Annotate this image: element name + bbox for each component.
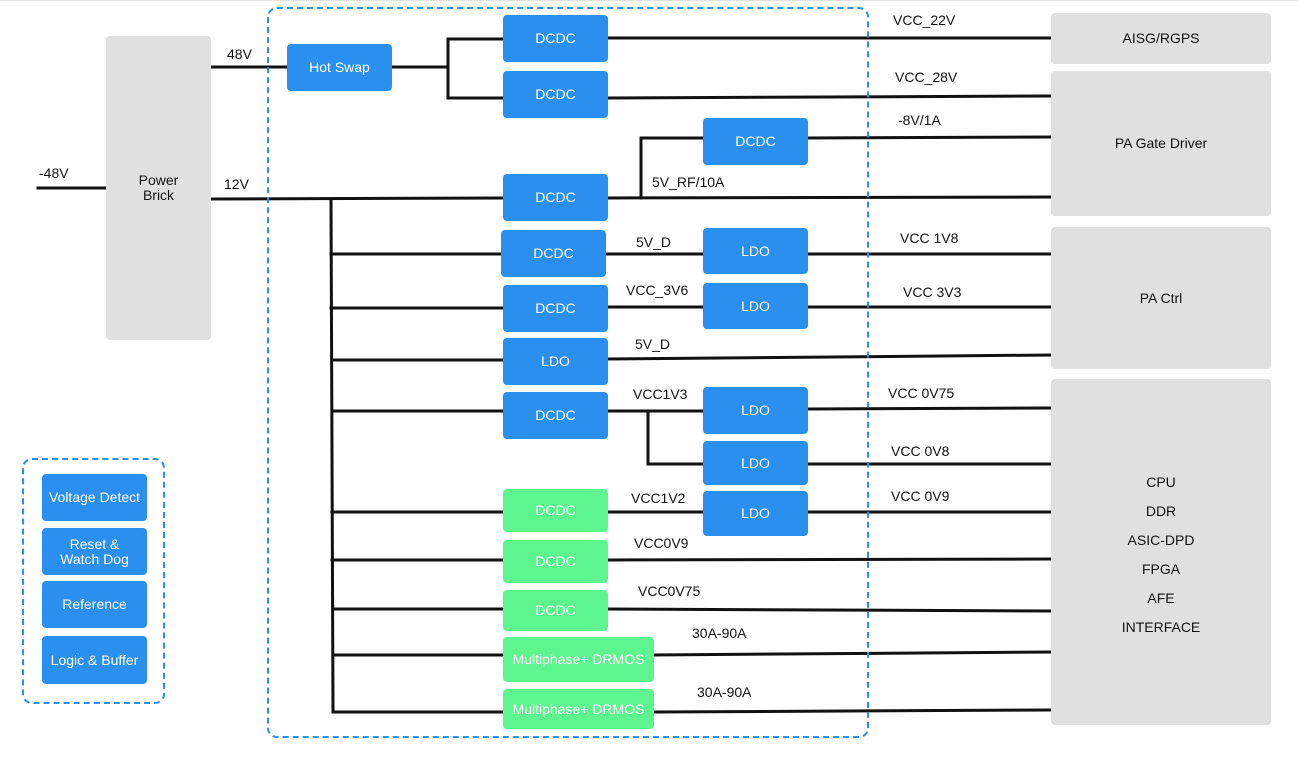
rail-48v-label: 48V	[227, 46, 252, 62]
ldo-2[interactable]: LDO	[703, 283, 808, 329]
wire-label-vcc-22v: VCC_22V	[893, 12, 956, 28]
load-pa-gate-driver[interactable]: PA Gate Driver	[1051, 71, 1271, 216]
soc-interface: INTERFACE	[1121, 619, 1201, 635]
rail-12v-label: 12V	[224, 176, 249, 192]
wire-label-neg8v: -8V/1A	[898, 112, 941, 128]
wire-label-vcc-3v3: VCC 3V3	[903, 284, 962, 300]
converter-c6[interactable]: DCDC	[503, 285, 608, 332]
wire-label-vcc1v2: VCC1V2	[631, 490, 686, 506]
power-brick[interactable]: Power Brick	[106, 36, 211, 340]
ldo-5[interactable]: LDO	[703, 491, 808, 536]
input-label: -48V	[39, 165, 69, 181]
converter-c1[interactable]: DCDC	[503, 15, 608, 62]
wire-label-5v-d-2: 5V_D	[635, 336, 671, 352]
soc-afe: AFE	[1147, 590, 1175, 606]
wire-label-current-1: 30A-90A	[692, 625, 747, 641]
ldo-1[interactable]: LDO	[703, 228, 808, 274]
converter-c8[interactable]: DCDC	[503, 392, 608, 439]
converter-c12[interactable]: Multiphase+ DRMOS	[503, 637, 654, 682]
converter-c3[interactable]: DCDC	[703, 118, 808, 165]
legend-frame	[22, 458, 165, 704]
converter-c13[interactable]: Multiphase+ DRMOS	[503, 689, 654, 729]
hot-swap-block[interactable]: Hot Swap	[287, 44, 392, 91]
converter-c4[interactable]: DCDC	[503, 174, 608, 221]
wire-label-vcc-0v9: VCC 0V9	[891, 488, 950, 504]
ldo-4[interactable]: LDO	[703, 441, 808, 485]
wire-label-5v-d-1: 5V_D	[636, 234, 672, 250]
wire-label-vcc-28v: VCC_28V	[895, 69, 958, 85]
wire-label-vcc0v75: VCC0V75	[638, 583, 701, 599]
converter-c10[interactable]: DCDC	[503, 540, 608, 583]
soc-fpga: FPGA	[1141, 561, 1181, 577]
soc-cpu: CPU	[1146, 474, 1176, 490]
legend-logic-buffer[interactable]: Logic & Buffer	[42, 636, 147, 684]
wire-label-vcc0v9: VCC0V9	[634, 535, 689, 551]
ldo-3[interactable]: LDO	[703, 387, 808, 434]
converter-c5[interactable]: DCDC	[501, 230, 606, 277]
legend-reference[interactable]: Reference	[42, 581, 147, 628]
soc-load-list: CPU DDR ASIC-DPD FPGA AFE INTERFACE	[1051, 468, 1271, 642]
load-soc[interactable]	[1051, 379, 1271, 725]
wire-label-current-2: 30A-90A	[697, 684, 752, 700]
load-aisg[interactable]: AISG/RGPS	[1051, 13, 1271, 64]
legend-reset-watchdog[interactable]: Reset & Watch Dog	[42, 528, 147, 575]
load-pa-ctrl[interactable]: PA Ctrl	[1051, 227, 1271, 369]
legend-voltage-detect[interactable]: Voltage Detect	[42, 474, 147, 521]
converter-c7[interactable]: LDO	[503, 338, 608, 385]
converter-c11[interactable]: DCDC	[503, 590, 608, 631]
wire-label-vcc-3v6: VCC_3V6	[626, 282, 689, 298]
top-border	[0, 0, 1298, 1]
converter-c9[interactable]: DCDC	[503, 489, 608, 532]
wire-label-vcc-0v8: VCC 0V8	[891, 443, 950, 459]
converter-c2[interactable]: DCDC	[503, 71, 608, 118]
wire-label-5v-rf: 5V_RF/10A	[652, 174, 725, 190]
converter-group-frame	[267, 7, 869, 738]
wire-label-vcc-0v75: VCC 0V75	[888, 385, 955, 401]
wire-label-vcc-1v8: VCC 1V8	[900, 230, 959, 246]
soc-asic-dpd: ASIC-DPD	[1127, 532, 1195, 548]
wire-label-vcc1v3: VCC1V3	[633, 386, 688, 402]
soc-ddr: DDR	[1145, 503, 1177, 519]
